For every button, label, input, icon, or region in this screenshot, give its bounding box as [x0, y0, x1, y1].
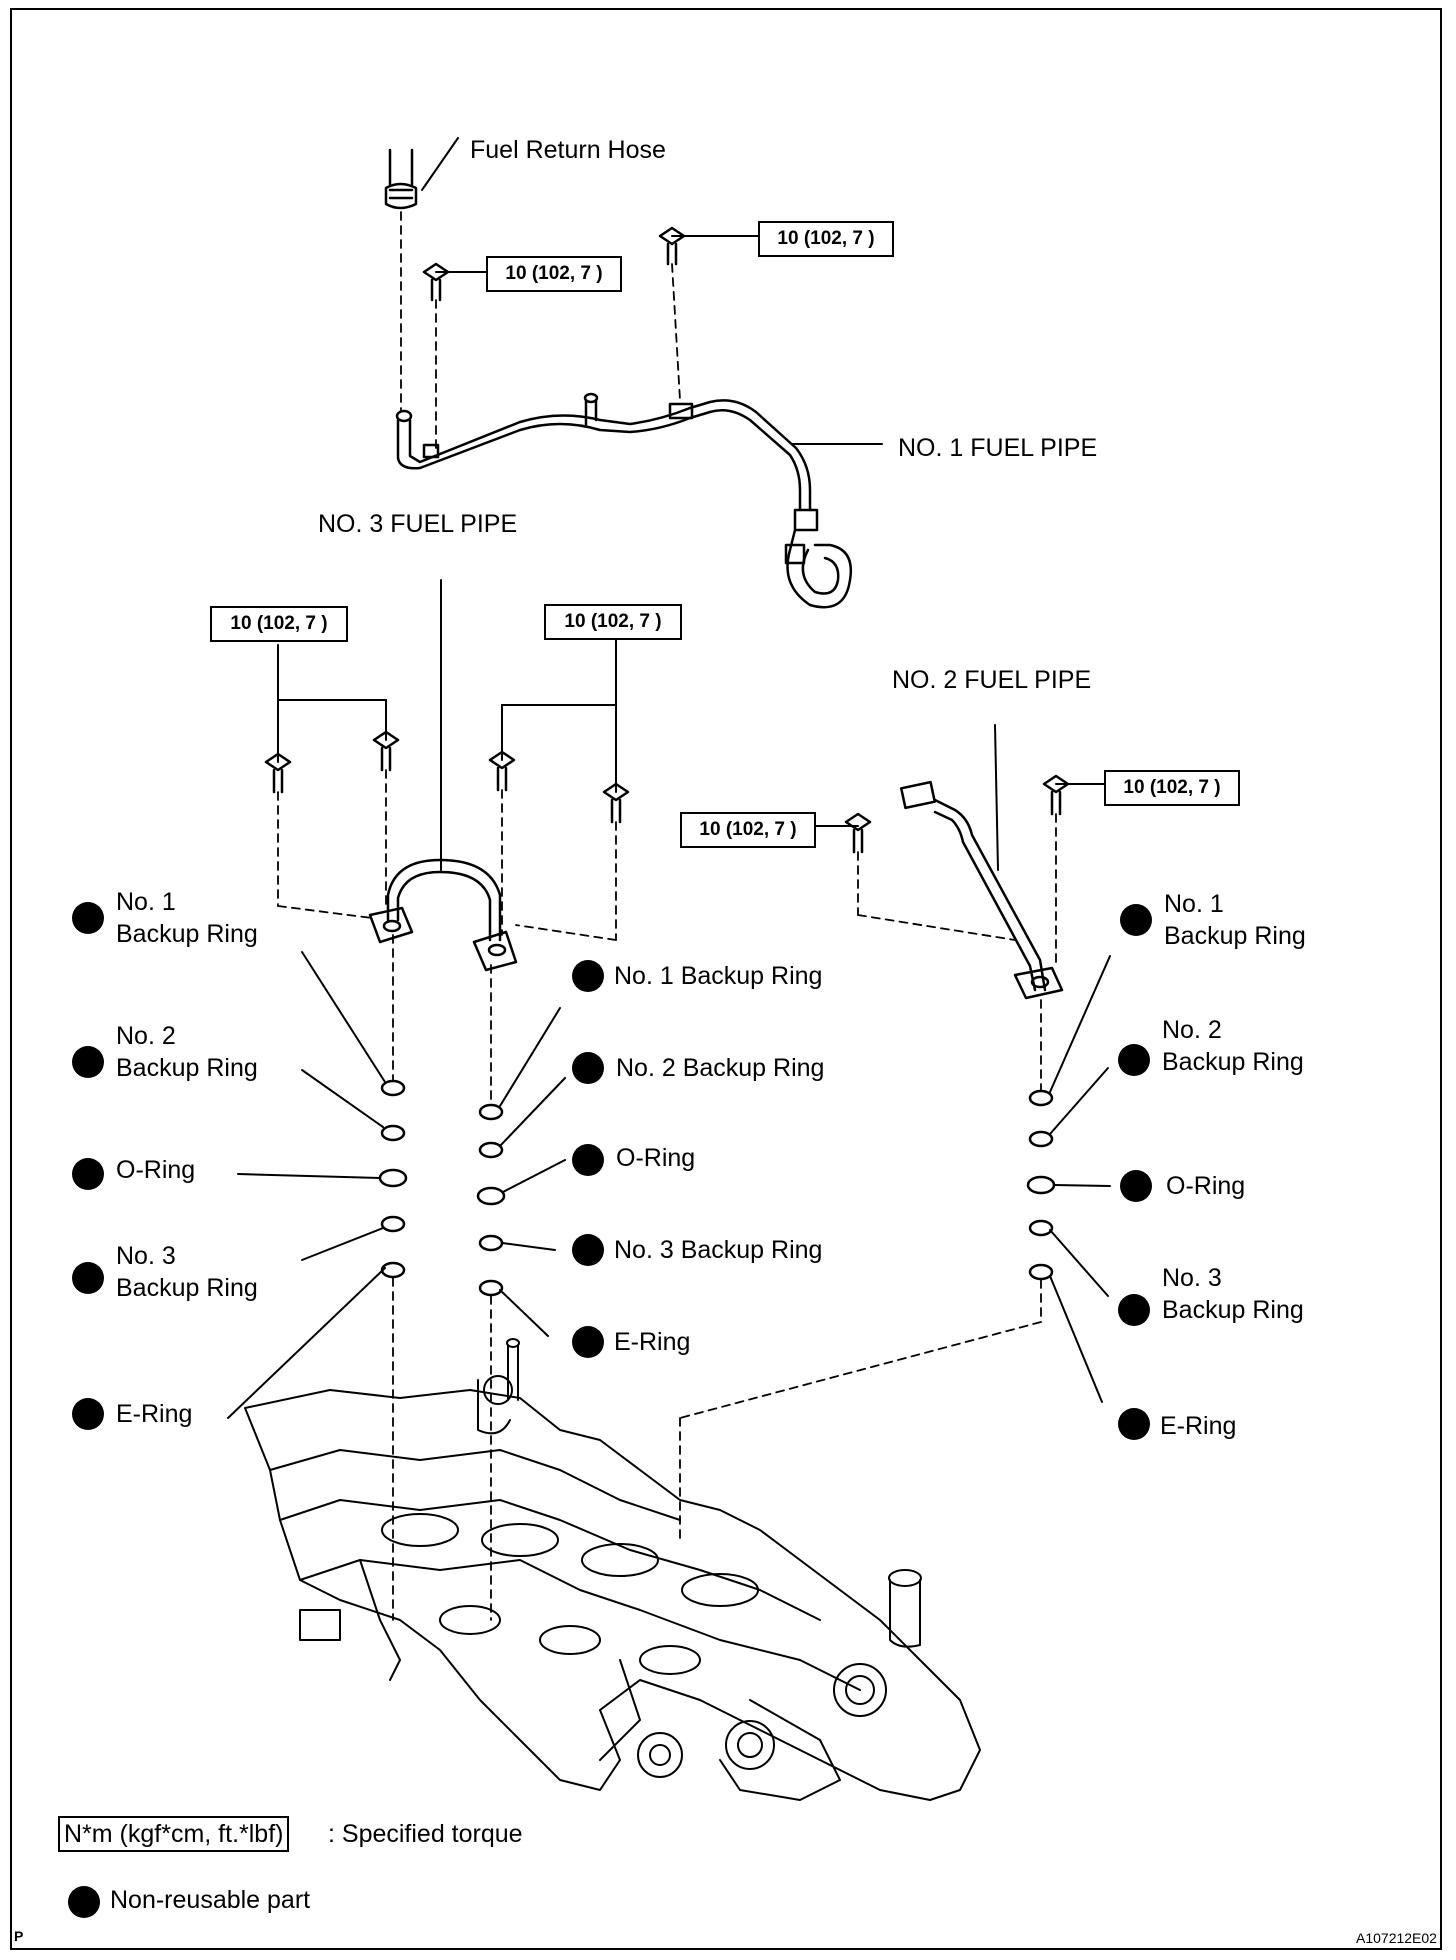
figure-code: A107212E02 [1356, 1930, 1437, 1946]
ring-label-e-ring-mid: E-Ring [614, 1328, 691, 1356]
non-reusable-dot-icon [572, 960, 604, 992]
ring-label-line: Backup Ring [116, 1054, 258, 1082]
non-reusable-dot-icon [572, 1234, 604, 1266]
ring-label-e-ring-right: E-Ring [1160, 1412, 1237, 1440]
ring-label-no2-backup-right: No. 2 Backup Ring [1162, 1014, 1304, 1078]
fuel-return-hose-icon [384, 148, 418, 210]
torque-box: 10 (102, 7 ) [544, 604, 682, 640]
ring-label-no3-backup-left: No. 3 Backup Ring [116, 1240, 258, 1304]
no2-fuel-pipe-label: NO. 2 FUEL PIPE [892, 666, 1092, 694]
non-reusable-dot-icon [1118, 1408, 1150, 1440]
ring-label-no1-backup-mid: No. 1 Backup Ring [614, 962, 823, 990]
ring-label-line: Backup Ring [1162, 1048, 1304, 1076]
ring-label-no3-backup-right: No. 3 Backup Ring [1162, 1262, 1304, 1326]
torque-box: 10 (102, 7 ) [1104, 770, 1240, 806]
no2-fuel-pipe-icon [899, 780, 1064, 1000]
ring-label-line: No. 2 [1162, 1016, 1222, 1044]
non-reusable-dot-icon [1120, 1170, 1152, 1202]
ring-label-no3-backup-mid: No. 3 Backup Ring [614, 1236, 823, 1264]
legend-torque-desc: : Specified torque [328, 1820, 523, 1848]
non-reusable-dot-icon [72, 1262, 104, 1294]
non-reusable-dot-icon [1118, 1294, 1150, 1326]
ring-label-line: Backup Ring [116, 920, 258, 948]
torque-box: 10 (102, 7 ) [680, 812, 816, 848]
ring-label-o-ring-left: O-Ring [116, 1156, 196, 1184]
torque-box: 10 (102, 7 ) [486, 256, 622, 292]
ring-label-line: Backup Ring [116, 1274, 258, 1302]
ring-label-line: No. 1 [1164, 890, 1224, 918]
corner-left-mark: P [14, 1928, 24, 1944]
non-reusable-dot-icon [572, 1144, 604, 1176]
torque-box: 10 (102, 7 ) [210, 606, 348, 642]
bolt-icon [264, 226, 1070, 854]
no3-fuel-pipe-icon [368, 858, 518, 972]
legend-torque-unit: N*m (kgf*cm, ft.*lbf) [58, 1816, 290, 1852]
ring-label-line: Backup Ring [1162, 1296, 1304, 1324]
non-reusable-dot-icon [72, 1398, 104, 1430]
ring-label-e-ring-left: E-Ring [116, 1400, 193, 1428]
non-reusable-dot-icon [1118, 1044, 1150, 1076]
non-reusable-dot-icon [572, 1052, 604, 1084]
fuel-return-hose-label: Fuel Return Hose [470, 136, 666, 164]
figure-frame [10, 8, 1442, 1950]
ring-label-o-ring-right: O-Ring [1166, 1172, 1246, 1200]
engine-block-illustration [244, 1338, 981, 1801]
ring-label-line: No. 2 [116, 1022, 176, 1050]
torque-box: 10 (102, 7 ) [758, 221, 894, 257]
ring-icon [378, 1079, 1056, 1297]
non-reusable-dot-icon [72, 1046, 104, 1078]
ring-label-o-ring-mid: O-Ring [616, 1144, 696, 1172]
legend-non-reusable: Non-reusable part [110, 1886, 311, 1914]
non-reusable-dot-icon [72, 902, 104, 934]
non-reusable-dot-icon [68, 1886, 100, 1918]
non-reusable-dot-icon [572, 1326, 604, 1358]
no1-fuel-pipe-icon [395, 392, 853, 609]
non-reusable-dot-icon [72, 1158, 104, 1190]
ring-label-no1-backup-left: No. 1 Backup Ring [116, 886, 258, 950]
ring-label-no1-backup-right: No. 1 Backup Ring [1164, 888, 1306, 952]
non-reusable-dot-icon [1120, 904, 1152, 936]
ring-label-line: No. 3 [116, 1242, 176, 1270]
ring-label-no2-backup-left: No. 2 Backup Ring [116, 1020, 258, 1084]
no1-fuel-pipe-label: NO. 1 FUEL PIPE [898, 434, 1098, 462]
ring-label-line: No. 1 [116, 888, 176, 916]
ring-label-line: No. 3 [1162, 1264, 1222, 1292]
ring-label-line: Backup Ring [1164, 922, 1306, 950]
ring-label-no2-backup-mid: No. 2 Backup Ring [616, 1054, 825, 1082]
no3-fuel-pipe-label: NO. 3 FUEL PIPE [318, 510, 518, 538]
